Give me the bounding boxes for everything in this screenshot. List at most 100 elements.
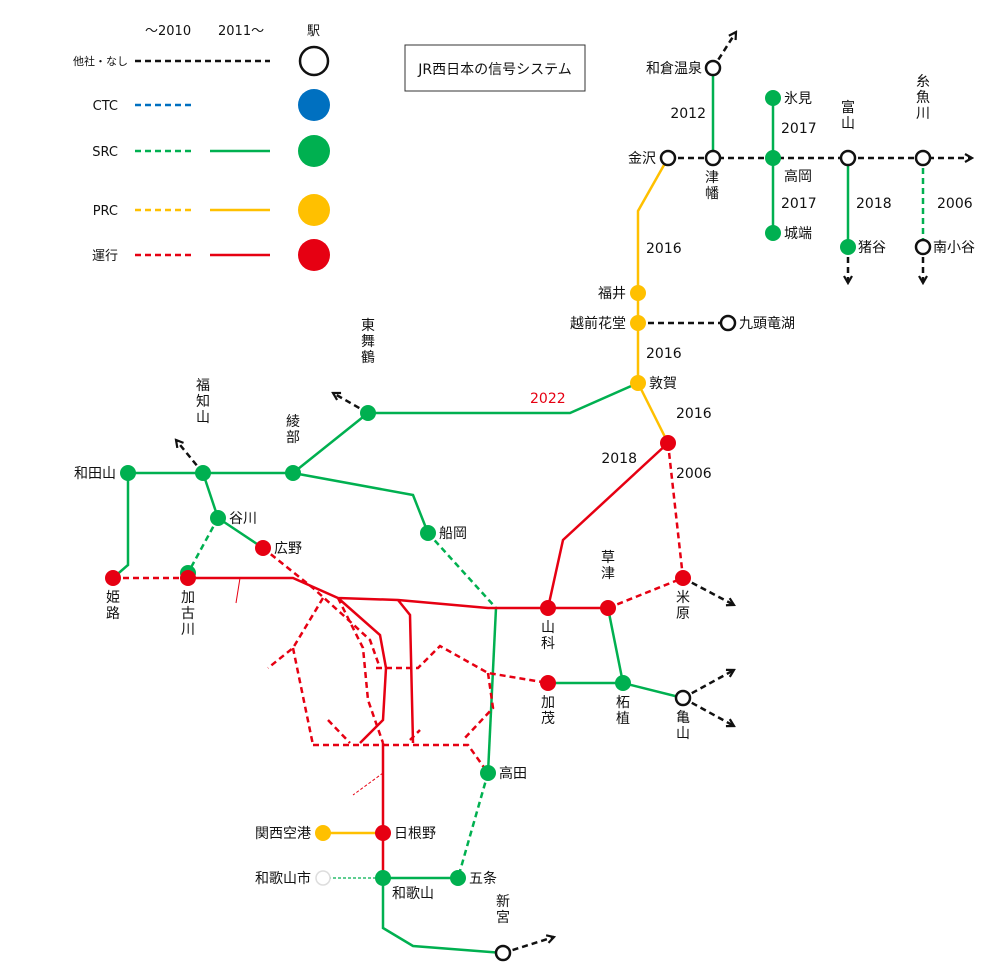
label-wakura: 和倉温泉	[646, 60, 702, 77]
station-tsuge	[615, 675, 631, 691]
station-hineno	[375, 825, 391, 841]
label-shingu: 新宮	[496, 894, 510, 926]
line-wakayama-north	[456, 772, 490, 879]
line-kisei	[381, 878, 504, 955]
station-tanigawa	[210, 510, 226, 526]
label-toyama: 富山	[841, 99, 855, 132]
year-oito: 2006	[937, 196, 973, 212]
label-kusatsu: 草津	[601, 550, 615, 582]
label-takada: 高田	[499, 765, 527, 782]
year-takayama: 2018	[856, 196, 892, 212]
stations	[105, 59, 932, 962]
line-hirono-dashed	[262, 547, 382, 669]
year-nanao: 2012	[670, 106, 706, 122]
label-yamashina: 山科	[541, 620, 555, 652]
line-kameyama-arrow-1	[682, 670, 734, 700]
label-ayabe: 綾部	[286, 414, 300, 446]
line-kosei	[546, 442, 669, 609]
station-minamiotari	[914, 238, 932, 256]
station-higashimaizuru	[360, 405, 376, 421]
lines-prc	[323, 157, 670, 835]
line-kameyama-arrow-2	[682, 696, 734, 726]
station-wadayama	[120, 465, 136, 481]
station-wakayamashi	[315, 870, 331, 886]
label-hineno: 日根野	[394, 826, 436, 842]
station-kusatsu	[600, 600, 616, 616]
label-higashimaizuru: 東舞鶴	[361, 318, 375, 366]
station-kansai-airport	[315, 825, 331, 841]
line-dashed-w2	[291, 647, 315, 746]
line-dashed-mid	[336, 597, 385, 744]
line-dashed-w3	[327, 719, 351, 744]
line-fukuchiyama-arrow	[176, 440, 204, 474]
line-dashed-w1	[267, 597, 325, 669]
lines-run	[113, 442, 685, 878]
label-kanazawa: 金沢	[628, 151, 656, 167]
label-echizen: 越前花堂	[570, 315, 626, 332]
line-maibara-arrow	[682, 576, 734, 605]
title-frame	[404, 44, 586, 92]
legend-label-other: 他社・なし	[73, 54, 128, 68]
line-higashimaizuru-arrow	[333, 393, 369, 415]
label-itoigawa: 糸魚川	[916, 74, 930, 122]
station-johana	[765, 225, 781, 241]
legend-station-run	[298, 239, 330, 271]
station-itoigawa	[914, 149, 932, 167]
label-kansai-airport: 関西空港	[255, 826, 311, 842]
label-himeji: 姫路	[106, 590, 120, 622]
line-kusatsu-maibara	[607, 576, 684, 610]
station-wakayama	[375, 870, 391, 886]
label-kameyama: 亀山	[676, 710, 690, 742]
year-obama: 2022	[530, 391, 566, 407]
line-nara-vertical	[486, 607, 498, 774]
station-maibara	[675, 570, 691, 586]
line-hokuriku-maibara	[666, 442, 685, 579]
legend-station-prc	[298, 194, 330, 226]
legend-station-ctc	[298, 89, 330, 121]
year-fukui: 2016	[646, 241, 682, 257]
line-shingu-arrow	[502, 937, 554, 955]
line-sanin-funaoka	[292, 471, 430, 534]
legend-label-ctc: CTC	[93, 99, 118, 114]
line-bantan	[112, 473, 130, 579]
station-wakura	[704, 59, 722, 77]
station-toyama	[839, 149, 857, 167]
station-inotani	[840, 239, 856, 255]
legend-col-station: 駅	[307, 24, 320, 39]
station-kanazawa	[659, 149, 677, 167]
station-hirono	[255, 540, 271, 556]
line-osaka-loop-west	[337, 597, 388, 744]
line-kakogawa-dashed	[186, 517, 220, 574]
line-dashed-bottom	[313, 743, 490, 774]
station-kameyama	[674, 689, 692, 707]
station-yamashina	[540, 600, 556, 616]
label-tanigawa: 谷川	[229, 511, 257, 527]
label-kakogawa: 加古川	[181, 590, 195, 638]
year-tsuruga-south: 2016	[676, 406, 712, 422]
lines-run-dashed-network	[262, 547, 549, 774]
label-gojo: 五条	[469, 870, 497, 887]
station-funaoka	[420, 525, 436, 541]
station-gojo	[450, 870, 466, 886]
label-kamo: 加茂	[541, 695, 555, 727]
station-fukui	[630, 285, 646, 301]
year-tsuruga: 2016	[646, 346, 682, 362]
station-tsuruga	[630, 375, 646, 391]
line-sanin-main	[128, 412, 369, 475]
title-box: JR西日本の信号システム	[404, 44, 586, 92]
line-tsuruga-south	[636, 382, 670, 444]
station-himeji	[105, 570, 121, 586]
legend-col-before: ～2010	[145, 24, 191, 39]
label-tsuge: 柘植	[616, 695, 630, 727]
station-fukuchiyama	[195, 465, 211, 481]
label-hirono: 広野	[274, 541, 302, 557]
station-omishiotsu	[660, 435, 676, 451]
label-fukui: 福井	[598, 286, 626, 302]
label-tsuruga: 敦賀	[649, 376, 677, 392]
legend: ～2010 2011～ 駅 他社・なし CTC SRC PRC 運行	[73, 24, 330, 271]
line-kakogawa-tick	[235, 577, 241, 604]
station-kamo	[540, 675, 556, 691]
legend-label-prc: PRC	[93, 204, 118, 219]
line-dashed-kamo-south	[462, 672, 495, 741]
